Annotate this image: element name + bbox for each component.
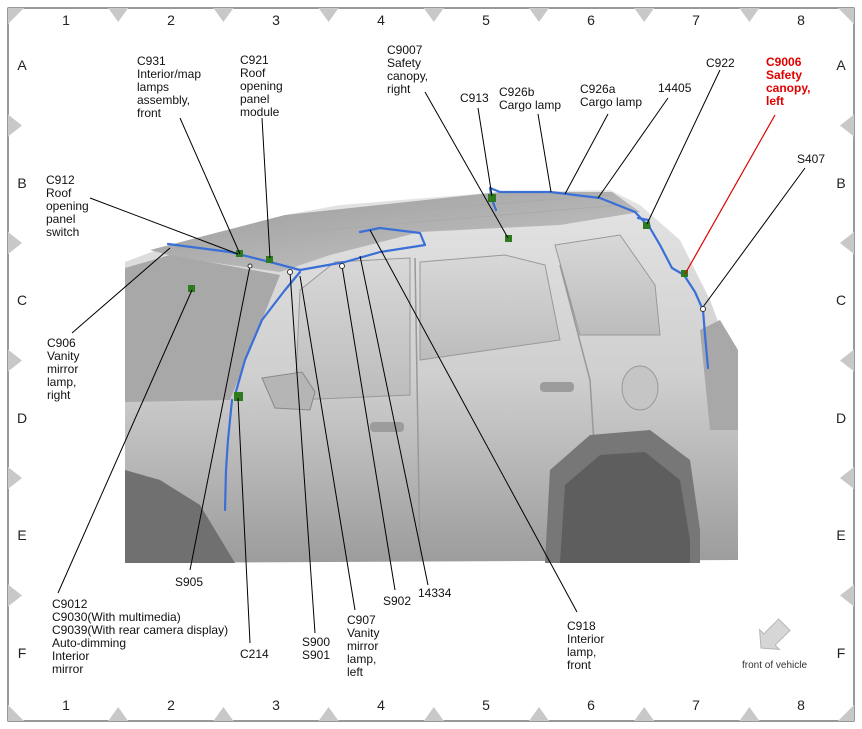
row-label-right-d: D <box>835 410 847 426</box>
row-label-right-c: C <box>835 292 847 308</box>
callout-s902: S902 <box>383 594 412 608</box>
front-arrow-icon <box>758 618 791 651</box>
border-tab-bottom <box>108 707 129 721</box>
border-tab-left <box>8 232 22 254</box>
col-label-top-2: 2 <box>167 12 175 28</box>
callout-c9012: C9012 C9030(With multimedia) C9039(With … <box>52 597 229 676</box>
splice-s902 <box>339 263 345 269</box>
callout-c913: C913 <box>460 91 489 105</box>
col-label-bottom-3: 3 <box>272 697 280 713</box>
row-label-right-f: F <box>836 645 846 661</box>
border-tab-top <box>213 8 234 22</box>
callout-c9007: C9007 Safety canopy, right <box>387 43 429 96</box>
border-tab-corner <box>8 8 24 24</box>
callout-14334: 14334 <box>418 586 452 600</box>
callout-c926a: C926a Cargo lamp <box>580 82 643 109</box>
border-tabs <box>8 8 854 721</box>
border-tab-right <box>840 467 854 489</box>
callout-s905: S905 <box>175 575 204 589</box>
col-label-top-1: 1 <box>62 12 70 28</box>
row-label-right-a: A <box>836 57 846 73</box>
leader-lines <box>57 69 806 644</box>
border-tab-right <box>840 114 854 137</box>
callout-c918: C918 Interior lamp, front <box>567 619 605 672</box>
border-tab-corner <box>838 705 854 721</box>
row-label-left-d: D <box>16 410 28 426</box>
connector-c214 <box>234 392 243 401</box>
col-label-top-5: 5 <box>482 12 490 28</box>
row-label-left-a: A <box>17 57 27 73</box>
row-label-right-b: B <box>836 175 846 191</box>
border-tab-bottom <box>634 707 655 721</box>
callout-c907: C907 Vanity mirror lamp, left <box>347 613 380 679</box>
col-label-bottom-1: 1 <box>62 697 70 713</box>
connector-c9006 <box>681 270 688 277</box>
connector-c913 <box>488 194 496 202</box>
row-label-left-c: C <box>16 292 28 308</box>
callout-c214: C214 <box>240 647 269 661</box>
col-label-bottom-2: 2 <box>167 697 175 713</box>
callout-c906: C906 Vanity mirror lamp, right <box>47 336 80 402</box>
border-tab-left <box>8 584 22 607</box>
border-tab-bottom <box>213 707 234 721</box>
border-tab-left <box>8 114 22 137</box>
border-tab-top <box>108 8 129 22</box>
row-label-right-e: E <box>836 527 846 543</box>
connector-c922 <box>643 222 650 229</box>
border-tab-left <box>8 349 22 372</box>
callout-c921: C921 Roof opening panel module <box>240 53 283 119</box>
col-label-top-3: 3 <box>272 12 280 28</box>
leader-line-c9006 <box>684 114 776 275</box>
border-tab-left <box>8 467 22 489</box>
callout-14405: 14405 <box>658 81 692 95</box>
connector-c9012 <box>188 285 195 292</box>
row-label-left-e: E <box>17 527 27 543</box>
border-tab-corner <box>8 705 24 721</box>
callout-c926b: C926b Cargo lamp <box>499 85 562 112</box>
border-tab-bottom <box>739 707 760 721</box>
callout-c9006: C9006 Safety canopy, left <box>766 55 811 108</box>
border-tab-bottom <box>423 707 444 721</box>
col-label-bottom-7: 7 <box>692 697 700 713</box>
callout-s900: S900 S901 <box>302 635 331 662</box>
border-tab-bottom <box>529 707 549 721</box>
border-tab-right <box>840 584 854 607</box>
col-label-top-4: 4 <box>377 12 385 28</box>
border-tab-top <box>423 8 444 22</box>
border-tab-top <box>739 8 760 22</box>
col-label-bottom-4: 4 <box>377 697 385 713</box>
connector-c921 <box>266 256 273 263</box>
border-tab-right <box>840 349 854 372</box>
callout-c912: C912 Roof opening panel switch <box>46 173 89 239</box>
border-tab-bottom <box>318 707 339 721</box>
col-label-top-7: 7 <box>692 12 700 28</box>
border-tab-top <box>318 8 339 22</box>
col-label-bottom-8: 8 <box>797 697 805 713</box>
border-tab-corner <box>838 8 854 24</box>
front-of-vehicle-label: front of vehicle <box>742 660 808 671</box>
col-label-top-6: 6 <box>587 12 595 28</box>
vehicle-illustration <box>125 188 743 563</box>
splice-s407 <box>700 306 706 312</box>
splice-marks <box>247 263 706 312</box>
col-label-bottom-5: 5 <box>482 697 490 713</box>
col-label-top-8: 8 <box>797 12 805 28</box>
row-label-left-b: B <box>17 175 27 191</box>
callout-s407: S407 <box>797 152 826 166</box>
row-label-left-f: F <box>17 645 27 661</box>
callout-c931: C931 Interior/map lamps assembly, front <box>137 54 202 120</box>
connector-c9007 <box>505 235 512 242</box>
border-tab-top <box>634 8 655 22</box>
border-tab-top <box>529 8 549 22</box>
col-label-bottom-6: 6 <box>587 697 595 713</box>
splice-s900 <box>287 269 293 275</box>
splice-s905 <box>247 263 253 269</box>
border-tab-right <box>840 232 854 254</box>
callout-c922: C922 <box>706 56 735 70</box>
